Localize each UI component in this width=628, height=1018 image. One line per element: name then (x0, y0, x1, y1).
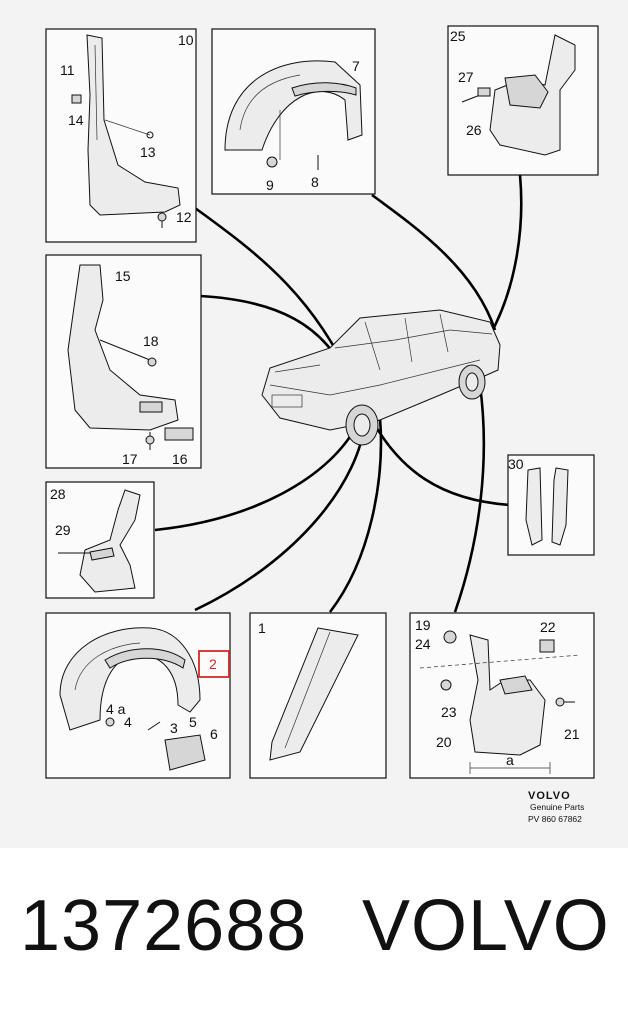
dimension-a: a (506, 752, 514, 768)
callout-20: 20 (436, 734, 452, 750)
box-trim-strips: 30 (507, 454, 595, 556)
box-rear-mudflap-kit: 25 26 27 (447, 25, 599, 176)
car-illustration (261, 309, 501, 446)
callout-7: 7 (352, 58, 360, 74)
connector-lines (154, 174, 523, 613)
callout-14: 14 (68, 112, 84, 128)
callout-22: 22 (540, 619, 556, 635)
part-number: 1372688 (20, 886, 308, 966)
callout-18: 18 (143, 333, 159, 349)
callout-11: 11 (60, 62, 75, 78)
callout-9: 9 (266, 177, 274, 193)
footer (0, 848, 628, 1018)
parts-diagram: 10 11 12 13 14 7 8 9 25 26 27 (0, 0, 628, 848)
callout-26: 26 (466, 122, 482, 138)
box-front-mudflap: 10 11 12 13 14 (45, 28, 197, 243)
highlight-box (198, 650, 230, 678)
callout-4: 4 (124, 714, 132, 730)
box-trim-piece: 1 (249, 612, 387, 779)
callout-27: 27 (458, 69, 474, 85)
callout-23: 23 (441, 704, 457, 720)
callout-19: 19 (415, 617, 431, 633)
callout-3: 3 (170, 720, 178, 736)
callout-4a: 4 a (106, 701, 126, 717)
callout-5: 5 (189, 714, 197, 730)
box-mudflap-small: 28 29 (45, 481, 155, 599)
callout-13: 13 (140, 144, 156, 160)
box-front-liner: 2 3 4 4 a 5 6 (45, 612, 231, 779)
brand-stamp-subtitle: Genuine Parts (530, 802, 584, 812)
callout-15: 15 (115, 268, 131, 284)
callout-1: 1 (258, 620, 266, 636)
callout-28: 28 (50, 486, 66, 502)
callout-2: 2 (209, 656, 217, 672)
callout-29: 29 (55, 522, 71, 538)
brand-stamp: VOLVO Genuine Parts PV 860 67862 (528, 790, 584, 824)
brand-stamp-code: PV 860 67862 (528, 814, 582, 824)
callout-16: 16 (172, 451, 188, 467)
callout-24: 24 (415, 636, 431, 652)
callout-30: 30 (508, 456, 524, 472)
box-wheel-arch-liner: 7 8 9 (211, 28, 376, 195)
callout-17: 17 (122, 451, 138, 467)
callout-6: 6 (210, 726, 218, 742)
callout-12: 12 (176, 209, 192, 225)
box-mudflap-brackets: 15 16 17 18 (45, 254, 202, 469)
callout-25: 25 (450, 28, 466, 44)
callout-10: 10 (178, 32, 194, 48)
callout-8: 8 (311, 174, 319, 190)
brand-stamp-name: VOLVO (528, 790, 571, 802)
brand-name: VOLVO (362, 886, 610, 966)
box-rear-mudflap: 19 20 21 22 23 24 a (409, 612, 595, 779)
callout-21: 21 (564, 726, 580, 742)
